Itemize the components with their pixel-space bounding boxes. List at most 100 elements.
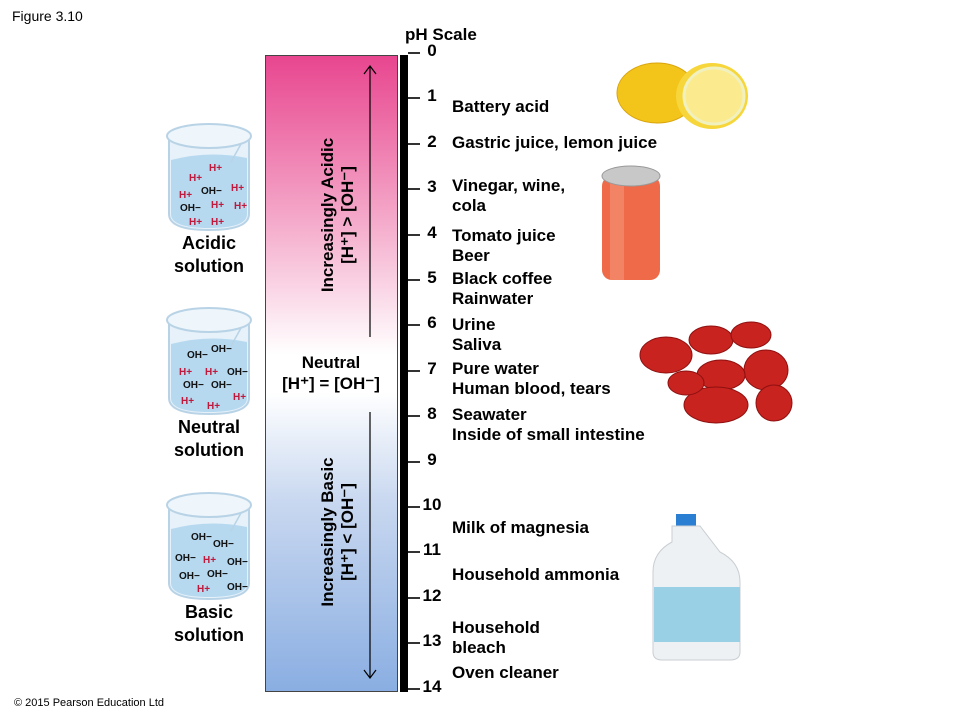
solution-word: solution [174,440,244,460]
lemon-image [616,62,748,129]
hydrogen-ion: H+ [207,401,221,412]
basic-equation: [H⁺] < [OH⁻] [338,483,357,581]
scale-tick [408,642,420,645]
example-text: Household [452,618,540,637]
basic-text: Increasingly Basic [318,457,337,607]
hydrogen-ion: H+ [179,190,193,201]
solution-name: Acidic [181,233,237,253]
scale-tick [408,506,420,508]
example-text: Rainwater [452,289,534,308]
hydrogen-ion: H+ [181,396,195,407]
hydroxide-ion: OH− [211,380,232,391]
hydroxide-ion: OH− [175,553,196,564]
ph-example: Battery acid [452,97,549,117]
scale-tick [408,596,420,599]
solution-name: Basic [184,602,234,622]
hydroxide-ion: OH− [191,532,212,543]
hydrogen-ion: H+ [231,183,245,194]
scale-tick [408,52,420,54]
ph-gradient-bar [265,55,398,692]
neutral-text: Neutral [301,353,361,372]
acidic-label: Increasingly Acidic [H⁺] > [OH⁻] [318,115,358,315]
ph-value: 11 [423,540,441,560]
scale-tick [408,279,420,281]
hydrogen-ion: H+ [233,392,247,403]
hydrogen-ion: H+ [234,201,248,212]
ph-value: 7 [427,358,437,378]
hydrogen-ion: H+ [189,173,203,184]
figure-label: Figure 3.10 [12,8,83,24]
soda-can-image [601,165,661,280]
ph-value: 6 [427,313,437,333]
hydroxide-ion: OH− [211,344,232,355]
example-text: Household ammonia [452,565,620,584]
example-text: Seawater [452,405,527,424]
ph-value: 10 [422,495,442,514]
ph-value: 8 [427,404,437,424]
example-text: Oven cleaner [452,663,559,682]
solution-label: Acidic solution [159,232,259,278]
solution-label: Neutral solution [159,416,259,462]
hydroxide-ion: OH− [227,582,248,593]
blood-cells-image [639,321,793,424]
ph-value: 5 [427,268,437,287]
hydrogen-ion: H+ [209,163,223,174]
scale-tick [408,551,420,554]
hydrogen-ion: H+ [205,367,219,378]
basic-label: Increasingly Basic [H⁺] < [OH⁻] [318,432,358,632]
scale-tick [408,233,420,236]
ph-value: 2 [427,131,437,151]
hydrogen-ion: H+ [211,200,225,211]
hydrogen-ion: H+ [197,584,211,595]
example-text: Gastric juice, lemon juice [452,133,658,152]
ph-example: Vinegar, wine,cola [452,176,565,216]
hydrogen-ion: H+ [211,217,225,228]
example-text: cola [452,196,487,215]
hydroxide-ion: OH− [227,367,248,378]
hydrogen-ion: H+ [179,367,193,378]
scale-tick [408,142,420,145]
ph-value: 14 [422,676,442,696]
example-text: Inside of small intestine [452,425,645,444]
hydroxide-ion: OH− [207,569,228,580]
example-text: Milk of magnesia [452,518,589,537]
example-text: Human blood, tears [452,379,611,398]
beaker-icon [166,123,252,232]
ph-value: 1 [427,86,437,106]
neutral-equation: [H⁺] = [OH⁻] [282,374,380,393]
scale-tick [408,460,420,463]
scale-tick [408,97,420,100]
example-text: Black coffee [452,269,553,288]
ph-value: 9 [427,449,437,469]
example-text: Tomato juice [452,226,556,245]
hydroxide-ion: OH− [227,557,248,568]
example-text: Pure water [452,359,539,378]
example-text: Beer [452,246,490,265]
solution-name: Neutral [177,417,240,437]
scale-title: pH Scale [405,25,477,44]
solution-word: solution [174,256,244,276]
scale-spine [400,55,408,692]
hydroxide-ion: OH− [179,571,200,582]
scale-tick [408,415,420,418]
example-text: Saliva [452,335,502,354]
solution-word: solution [174,625,244,645]
copyright: © 2015 Pearson Education Ltd [14,697,164,709]
ph-example: Gastric juice, lemon juice [452,133,657,153]
hydroxide-ion: OH− [187,350,208,361]
hydroxide-ion: OH− [213,539,234,550]
hydrogen-ion: H+ [203,555,217,566]
arrows [363,65,377,679]
acidic-equation: [H⁺] > [OH⁻] [338,166,357,264]
ph-example: Household ammonia [452,565,619,585]
ph-value: 12 [422,585,442,605]
ph-value: 3 [427,177,437,197]
example-text: Urine [452,315,496,334]
